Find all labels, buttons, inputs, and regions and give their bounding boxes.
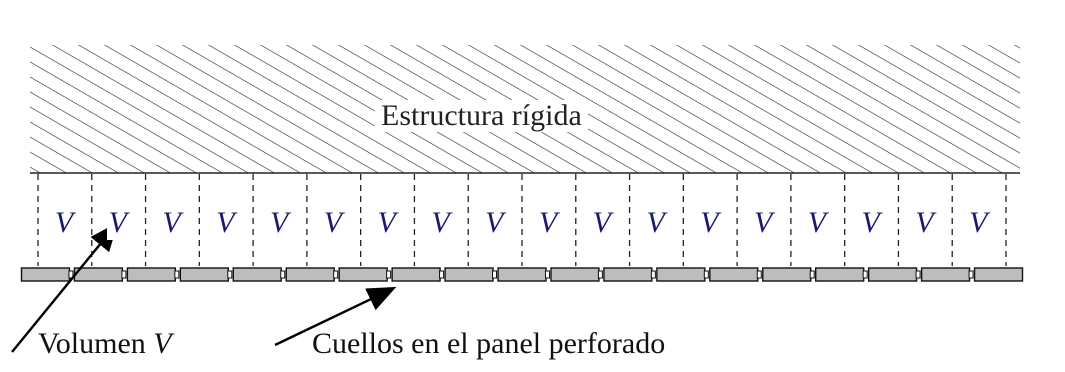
panel-neck [174, 270, 180, 279]
panel-neck [439, 270, 445, 279]
volume-cell-letter: V [106, 206, 129, 240]
panel-segment [550, 267, 600, 282]
volume-arrow [11, 222, 119, 353]
panel-segment [709, 267, 759, 282]
volume-cell-letter: V [698, 206, 721, 240]
panel-neck [121, 270, 127, 279]
panel-segment [285, 267, 335, 282]
panel-segment [179, 267, 229, 282]
volume-cell-letter: V [590, 206, 613, 240]
panel-neck [809, 270, 815, 279]
panel-segment [338, 267, 388, 282]
panel-neck [333, 270, 339, 279]
panel-segment [815, 267, 865, 282]
volume-cell-letter: V [752, 206, 775, 240]
structure-label: Estructura rígida [375, 100, 588, 132]
volume-caption-text: Volumen [38, 327, 154, 360]
volume-cell-letter: V [429, 206, 452, 240]
panel-segment [867, 267, 918, 282]
neck-arrow [274, 286, 397, 347]
panel-neck [386, 270, 392, 279]
volume-cell-letter: V [321, 206, 345, 240]
panel-segment [73, 267, 124, 282]
panel-neck [280, 270, 286, 279]
volume-cell-letter: V [160, 206, 183, 240]
panel-segment [126, 267, 177, 282]
panel-segment [444, 267, 494, 282]
panel-segment [20, 267, 71, 282]
panel-segment [391, 267, 441, 282]
volume-cell-letter: V [375, 206, 398, 240]
panel-neck [544, 270, 550, 279]
panel-segment [920, 267, 971, 282]
volume-cell-letter: V [805, 206, 829, 240]
panel-neck [597, 270, 603, 279]
panel-segment [762, 267, 812, 282]
volume-cell-letter: V [859, 206, 882, 240]
panel-neck [492, 270, 498, 279]
panel-neck [703, 270, 709, 279]
volume-cell-letter: V [913, 206, 936, 240]
panel-segment [232, 267, 282, 282]
panel-neck [756, 270, 762, 279]
panel-neck [650, 270, 656, 279]
panel-segment [603, 267, 653, 282]
panel-neck [862, 270, 868, 279]
volume-caption-symbol: V [153, 327, 172, 360]
panel-segment [973, 267, 1024, 282]
volume-cell-letter: V [52, 206, 76, 240]
panel-segment [497, 267, 547, 282]
panel-neck [227, 270, 233, 279]
volume-cell-letter: V [214, 206, 237, 240]
volume-cell-letter: V [268, 206, 291, 240]
cell-dividers [37, 174, 1007, 266]
panel-neck [915, 270, 921, 279]
volume-cell-letter: V [967, 206, 990, 240]
volume-cell-letter: V [644, 206, 667, 240]
volume-cell-letter: V [536, 206, 560, 240]
volume-caption: Volumen V [38, 328, 172, 360]
perforated-panel [20, 267, 1024, 282]
panel-neck [968, 270, 974, 279]
necks-caption: Cuellos en el panel perforado [312, 327, 666, 360]
volume-cell-letter: V [483, 206, 506, 240]
panel-segment [656, 267, 706, 282]
